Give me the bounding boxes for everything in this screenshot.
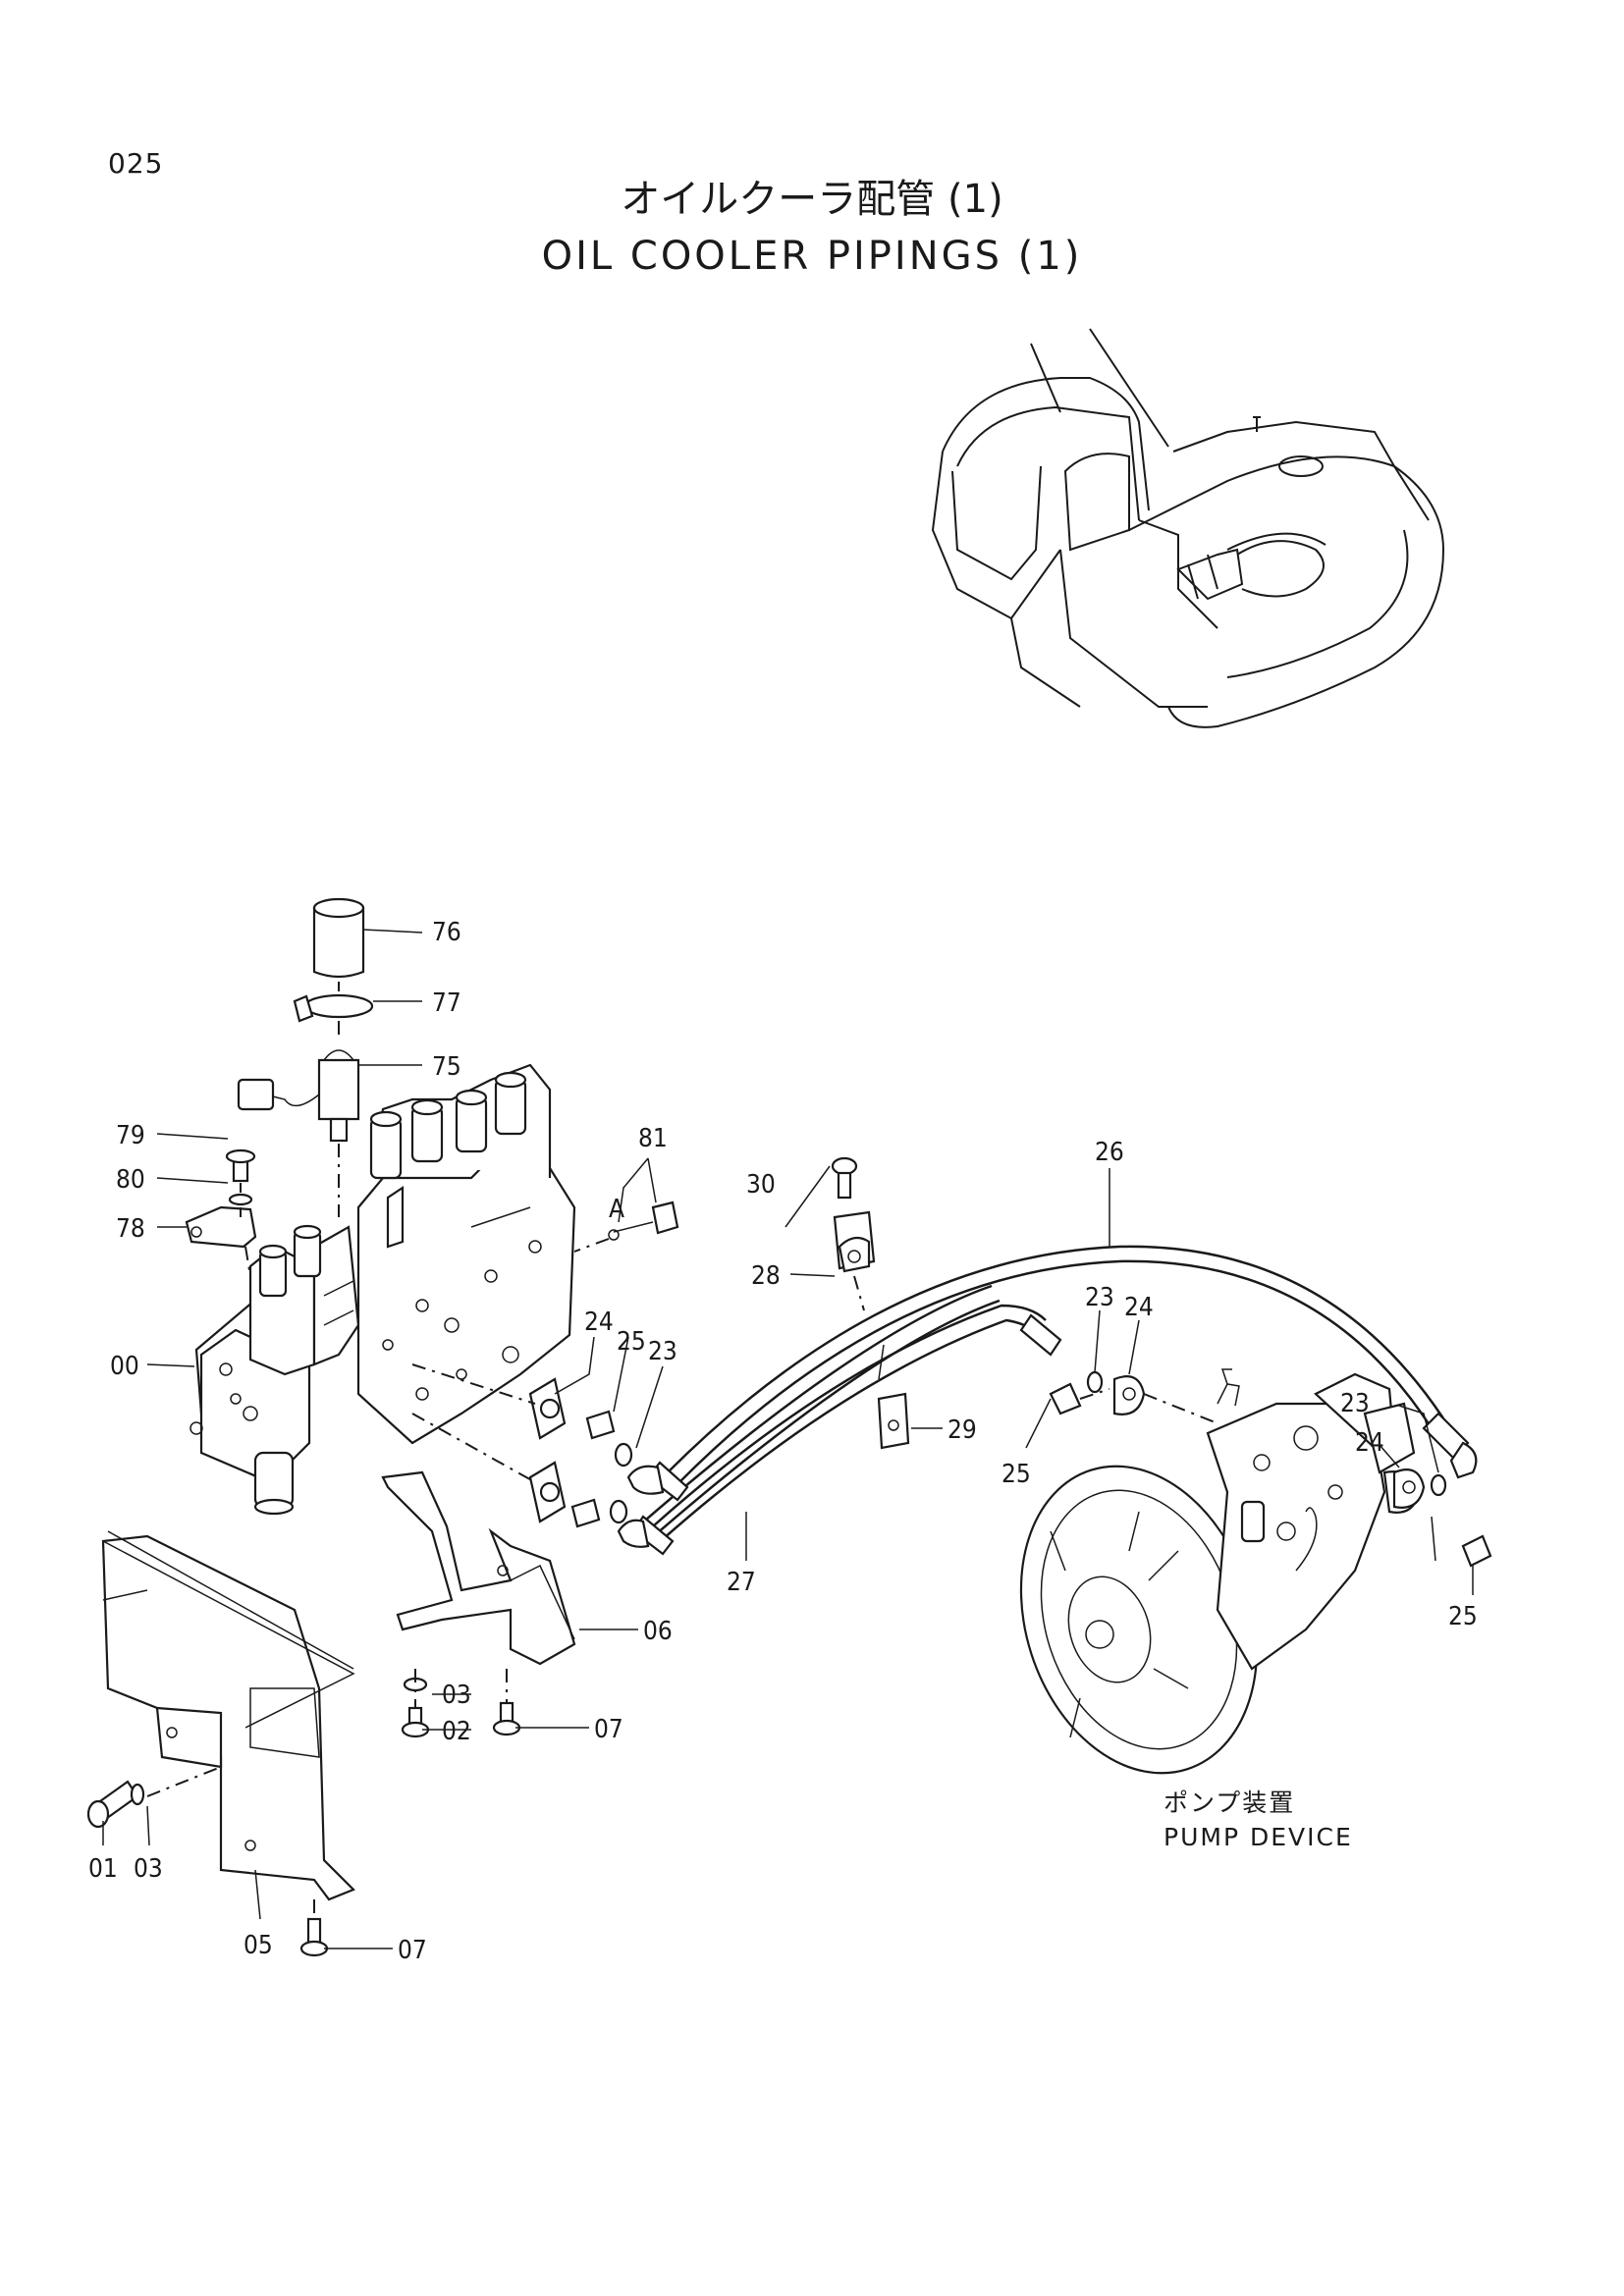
hose-clamp-parts [831, 1156, 910, 1450]
page-title: OIL COOLER PIPINGS (1) [541, 234, 1083, 279]
pump-caption-japanese: ポンプ装置 [1164, 1789, 1295, 1817]
callout-81: 81 [638, 1124, 668, 1153]
callout-77: 77 [432, 988, 461, 1018]
callout-78: 78 [116, 1214, 145, 1244]
callout-01: 01 [88, 1854, 118, 1884]
page-title-japanese: オイルクーラ配管 (1) [621, 177, 1003, 222]
callout-23-pump: 23 [1085, 1283, 1114, 1312]
callout-25-valve: 25 [617, 1327, 646, 1357]
callout-30: 30 [746, 1170, 776, 1200]
callout-leader-lines [102, 929, 1474, 1949]
callout-25-pump: 25 [1001, 1460, 1031, 1489]
callout-06: 06 [643, 1617, 673, 1646]
callout-03-plate: 03 [134, 1854, 163, 1884]
callout-24-pump: 24 [1124, 1293, 1154, 1322]
callout-24-pump-right: 24 [1355, 1428, 1384, 1458]
callout-23-pump-right: 23 [1340, 1389, 1370, 1418]
fastener-bolts [86, 1669, 521, 1957]
callout-02: 02 [442, 1717, 471, 1746]
pressure-switch-assembly [237, 897, 374, 1217]
callout-03-bracket: 03 [442, 1681, 471, 1710]
excavator-overview-illustration [931, 328, 1445, 728]
page-number: 025 [108, 147, 164, 180]
callout-75: 75 [432, 1052, 461, 1082]
callout-05: 05 [244, 1931, 273, 1960]
control-valve-assembly [189, 1063, 576, 1516]
callout-07-bracket: 07 [594, 1715, 623, 1744]
support-brackets [101, 1470, 576, 1901]
callout-79: 79 [116, 1121, 145, 1150]
pump-caption: PUMP DEVICE [1164, 1823, 1353, 1851]
callout-24-valve: 24 [584, 1308, 614, 1337]
callout-29: 29 [947, 1415, 977, 1445]
callout-00: 00 [110, 1352, 139, 1381]
pump-device-illustration [1019, 1368, 1421, 1775]
callout-28: 28 [751, 1261, 781, 1291]
callout-27: 27 [727, 1568, 756, 1597]
fitting-81 [573, 1201, 679, 1253]
callout-76: 76 [432, 918, 461, 947]
callout-25-pump-right: 25 [1448, 1602, 1478, 1631]
callout-labels: 76 77 75 79 80 78 00 81 A 30 28 26 24 25… [88, 918, 1478, 1965]
pump-flange-fittings [1049, 1370, 1492, 1568]
bracket-and-bolt-parts [185, 1148, 257, 1277]
oil-cooler-hoses [617, 1245, 1478, 1556]
callout-26: 26 [1095, 1138, 1124, 1167]
callout-07-plate: 07 [398, 1936, 427, 1965]
callout-23-valve: 23 [648, 1337, 677, 1366]
callout-80: 80 [116, 1165, 145, 1195]
callout-a: A [609, 1195, 624, 1224]
